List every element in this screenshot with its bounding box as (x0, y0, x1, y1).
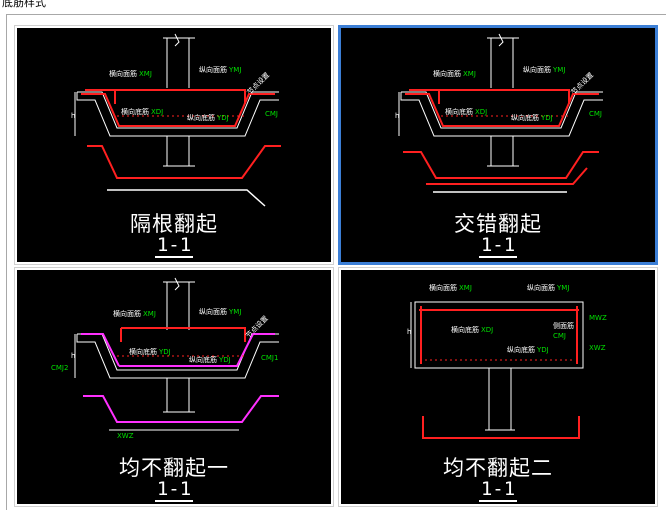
svg-text:横向底筋: 横向底筋 (121, 107, 149, 116)
svg-text:YDJ: YDJ (216, 114, 229, 122)
svg-text:XDJ: XDJ (481, 326, 493, 334)
section-label: 1-1 (154, 234, 194, 258)
svg-text:YDJ: YDJ (536, 346, 549, 354)
svg-text:XMJ: XMJ (143, 310, 156, 318)
svg-text:节点设置: 节点设置 (569, 70, 595, 96)
svg-text:h: h (71, 352, 75, 360)
svg-text:横向底筋: 横向底筋 (445, 107, 473, 116)
section-label: 1-1 (154, 478, 194, 502)
svg-text:纵向底筋: 纵向底筋 (189, 355, 217, 364)
svg-text:XMJ: XMJ (139, 70, 152, 78)
group-label: 底筋样式 (2, 0, 46, 9)
svg-text:CMJ1: CMJ1 (261, 354, 278, 362)
svg-text:横向底筋: 横向底筋 (129, 347, 157, 356)
svg-text:YMJ: YMJ (556, 284, 569, 292)
svg-text:YMJ: YMJ (552, 66, 565, 74)
svg-text:XDJ: XDJ (475, 108, 487, 116)
svg-text:侧面筋: 侧面筋 (553, 321, 574, 330)
svg-text:h: h (407, 328, 411, 336)
svg-text:横向面筋: 横向面筋 (433, 69, 461, 78)
svg-text:节点设置: 节点设置 (245, 70, 271, 96)
svg-text:YDJ: YDJ (540, 114, 553, 122)
svg-text:横向面筋: 横向面筋 (429, 283, 457, 292)
svg-text:XWZ: XWZ (117, 432, 134, 440)
svg-text:h: h (71, 112, 75, 120)
option-title: 隔根翻起 (130, 212, 218, 236)
svg-text:横向底筋: 横向底筋 (451, 325, 479, 334)
svg-text:XMJ: XMJ (463, 70, 476, 78)
svg-text:纵向面筋: 纵向面筋 (199, 307, 227, 316)
svg-text:CMJ2: CMJ2 (51, 364, 68, 372)
option-title: 交错翻起 (454, 212, 542, 236)
svg-text:CMJ: CMJ (553, 332, 566, 340)
svg-text:XWZ: XWZ (589, 344, 606, 352)
svg-text:YDJ: YDJ (218, 356, 231, 364)
svg-text:XDJ: XDJ (151, 108, 163, 116)
section-label: 1-1 (478, 234, 518, 258)
svg-text:纵向面筋: 纵向面筋 (527, 283, 555, 292)
options-frame (6, 14, 666, 510)
option-title: 均不翻起二 (443, 456, 553, 480)
svg-text:CMJ: CMJ (589, 110, 602, 118)
svg-text:YMJ: YMJ (228, 308, 241, 316)
svg-text:纵向面筋: 纵向面筋 (523, 65, 551, 74)
svg-text:横向面筋: 横向面筋 (113, 309, 141, 318)
svg-text:纵向底筋: 纵向底筋 (507, 345, 535, 354)
svg-text:YMJ: YMJ (228, 66, 241, 74)
svg-text:XMJ: XMJ (459, 284, 472, 292)
section-label: 1-1 (478, 478, 518, 502)
svg-text:纵向面筋: 纵向面筋 (199, 65, 227, 74)
svg-text:h: h (395, 112, 399, 120)
svg-text:MWZ: MWZ (589, 314, 607, 322)
svg-text:纵向底筋: 纵向底筋 (187, 113, 215, 122)
svg-text:横向面筋: 横向面筋 (109, 69, 137, 78)
option-title: 均不翻起一 (119, 456, 229, 480)
svg-text:纵向底筋: 纵向底筋 (511, 113, 539, 122)
svg-text:CMJ: CMJ (265, 110, 278, 118)
svg-text:YDJ: YDJ (158, 348, 171, 356)
svg-text:节点设置: 节点设置 (244, 314, 270, 340)
